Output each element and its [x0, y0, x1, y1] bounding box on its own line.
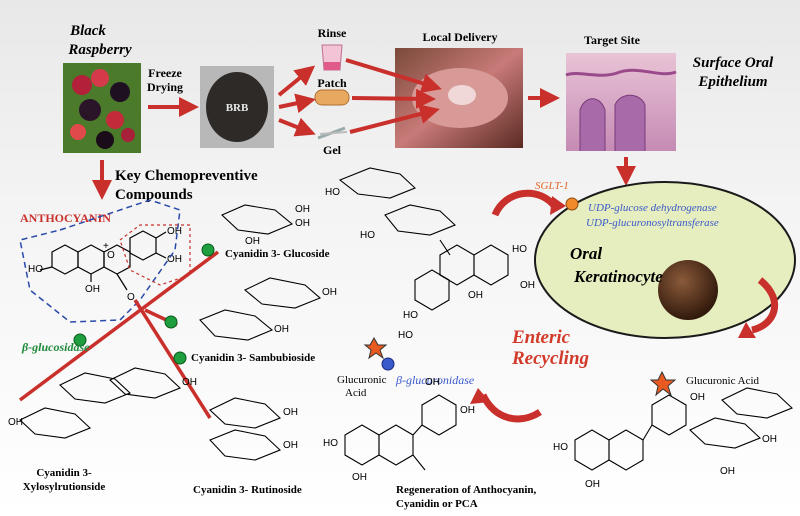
- anthocyanin-oh-1: OH: [85, 284, 100, 295]
- keratinocyte-nucleus: [658, 260, 718, 320]
- regenerated-cyanidin-atoms: HO OH OH OH: [323, 377, 475, 483]
- anthocyanin-blue-dashed-outline: [19, 199, 181, 323]
- svg-text:OH: OH: [720, 466, 735, 477]
- black-raspberry-photo: [63, 63, 141, 153]
- cyanidin-sambubioside-label: Cyanidin 3- Sambubioside: [191, 352, 315, 364]
- sugar-rings-xylosylrutinoside: [19, 367, 182, 439]
- glucuronic-acid-right-icon: [649, 370, 677, 397]
- beta-glucosidase-label: β-glucosidase: [21, 340, 90, 354]
- svg-text:HO: HO: [512, 244, 527, 255]
- center-molecule-atom-labels: HO OH OH HO HO HO HO: [325, 187, 535, 341]
- surface-oral-label: Surface Oral: [693, 55, 774, 71]
- center-anthocyanin-structure: [338, 167, 509, 311]
- gel-tube-icon: [317, 126, 348, 140]
- patch-label: Patch: [317, 76, 347, 90]
- svg-text:OH: OH: [520, 280, 535, 291]
- svg-text:OH: OH: [425, 377, 440, 388]
- local-delivery-label: Local Delivery: [423, 30, 498, 44]
- svg-text:OH: OH: [182, 377, 197, 388]
- glucuronic-acid-label-2: Acid: [345, 387, 367, 399]
- glucuronide-atoms: HO OH OH OH OH: [553, 392, 777, 490]
- epithelium-label: Epithelium: [697, 74, 767, 90]
- svg-text:HO: HO: [360, 230, 375, 241]
- key-compounds-line1: Key Chemopreventive: [115, 168, 258, 184]
- svg-text:OH: OH: [322, 287, 337, 298]
- udp-transferase-label: UDP-glucuronosyltransferase: [586, 217, 719, 229]
- oral-keratinocyte-label-1: Oral: [570, 244, 602, 263]
- cyanidin-xylosylrutinoside-label-1: Cyanidin 3-: [36, 467, 92, 479]
- black-raspberry-title-line1: Black: [69, 23, 106, 39]
- rinse-cup-icon: [321, 44, 343, 71]
- svg-text:OH: OH: [245, 236, 260, 247]
- anthocyanin-oh-3: OH: [167, 254, 182, 265]
- brb-label: BRB: [226, 102, 249, 114]
- svg-text:OH: OH: [295, 218, 310, 229]
- svg-text:OH: OH: [585, 479, 600, 490]
- svg-text:OH: OH: [283, 440, 298, 451]
- sglt1-transporter: [565, 197, 579, 211]
- key-compounds-line2: Compounds: [115, 187, 193, 203]
- sglt1-label: SGLT-1: [535, 180, 569, 192]
- udp-dehydrogenase-label: UDP-glucose dehydrogenase: [588, 202, 717, 214]
- gel-label: Gel: [323, 143, 342, 157]
- sugar-rings-rutinoside: [209, 397, 282, 461]
- svg-text:HO: HO: [398, 330, 413, 341]
- enteric-recycling-line1: Enteric: [511, 327, 571, 348]
- anthocyanin-oh-2: OH: [167, 226, 182, 237]
- svg-text:HO: HO: [403, 310, 418, 321]
- svg-text:HO: HO: [553, 442, 568, 453]
- oral-keratinocyte-label-2: Keratinocyte: [573, 267, 663, 286]
- rinse-label: Rinse: [318, 26, 347, 40]
- regeneration-label-2: Cyanidin or PCA: [396, 498, 478, 510]
- svg-text:OH: OH: [295, 204, 310, 215]
- svg-text:OH: OH: [8, 417, 23, 428]
- freeze-label: Freeze: [148, 66, 182, 80]
- anthocyanin-o-plus: O: [107, 250, 115, 261]
- sugar-ring-glucoside: [221, 204, 294, 235]
- svg-text:OH: OH: [274, 324, 289, 335]
- anthocyanin-o-1: O: [127, 292, 135, 303]
- brb-powder-photo: BRB: [200, 66, 274, 148]
- sugar-rings-sambubioside: [199, 277, 322, 341]
- anthocyanin-label: ANTHOCYANIN: [20, 211, 111, 225]
- svg-text:HO: HO: [323, 438, 338, 449]
- cyanidin-glucuronide-structure: [574, 387, 794, 471]
- cyanidin-glucoside-label: Cyanidin 3- Glucoside: [225, 248, 330, 260]
- oral-keratinocyte-cell: [534, 181, 796, 339]
- svg-text:OH: OH: [352, 472, 367, 483]
- cyanidin-rutinoside-label: Cyanidin 3- Rutinoside: [193, 484, 302, 496]
- beta-glucuronidase-label: β-glucuronidase: [395, 373, 475, 387]
- patch-icon: [314, 89, 350, 106]
- enteric-recycling-line2: Recycling: [511, 348, 589, 369]
- svg-text:OH: OH: [690, 392, 705, 403]
- glucuronic-acid-right-label: Glucuronic Acid: [686, 375, 760, 387]
- anthocyanin-red-dotted-outline: [119, 224, 191, 286]
- svg-text:HO: HO: [325, 187, 340, 198]
- regenerated-cyanidin-structure: [344, 394, 457, 471]
- glucuronic-acid-center-icon: [363, 336, 388, 360]
- regeneration-label-1: Regeneration of Anthocyanin,: [396, 484, 537, 496]
- black-raspberry-title-line2: Raspberry: [67, 42, 132, 58]
- anthocyanin-plus: +: [103, 241, 109, 252]
- svg-text:OH: OH: [762, 434, 777, 445]
- anthocyanin-ho-1: HO: [28, 264, 43, 275]
- anthocyanin-structure: [39, 230, 167, 291]
- svg-text:OH: OH: [468, 290, 483, 301]
- svg-text:OH: OH: [283, 407, 298, 418]
- cyanidin-xylosylrutinoside-label-2: Xylosylrutionside: [23, 481, 106, 493]
- recycling-arrowheads: [470, 196, 756, 404]
- beta-glucosidase-markers: [73, 243, 215, 365]
- drying-label: Drying: [147, 80, 183, 94]
- svg-text:OH: OH: [460, 405, 475, 416]
- target-site-label: Target Site: [584, 33, 641, 47]
- glucuronic-acid-label-1: Glucuronic: [337, 374, 387, 386]
- beta-glucuronidase-marker: [381, 357, 395, 371]
- sugar-hydroxyl-labels: OH OH OH OH OH OH OH OH OH: [8, 204, 337, 451]
- oral-epithelium-histology-photo: [565, 53, 677, 151]
- process-arrows: [92, 58, 636, 200]
